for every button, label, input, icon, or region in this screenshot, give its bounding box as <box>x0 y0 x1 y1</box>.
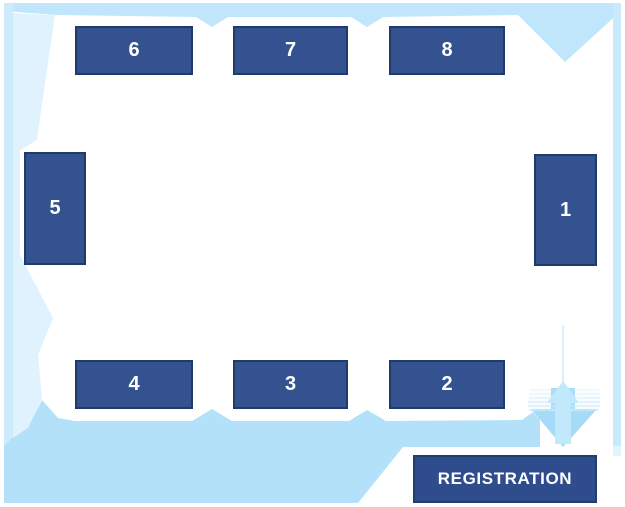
booth-2[interactable]: 2 <box>389 360 505 409</box>
left-facet-shape <box>13 13 55 438</box>
registration-label: REGISTRATION <box>437 469 573 488</box>
up-arrow-icon <box>547 381 579 444</box>
booth-3-label: 3 <box>284 373 297 395</box>
booth-8[interactable]: 8 <box>389 26 505 75</box>
frame-right-strip <box>613 3 621 448</box>
booth-1-label: 1 <box>559 198 572 221</box>
booth-5-label: 5 <box>49 197 61 219</box>
frame-right-strip-fade <box>613 446 621 456</box>
booth-4-label: 4 <box>128 373 140 395</box>
frame-top-band <box>4 3 621 62</box>
frame-bottom-band <box>4 400 540 503</box>
registration-desk[interactable]: REGISTRATION <box>413 455 597 503</box>
booth-8-label: 8 <box>441 39 453 61</box>
booth-6-label: 6 <box>128 39 140 61</box>
frame-left-strip <box>4 3 13 503</box>
entrance-guide-line <box>562 325 564 387</box>
booth-7-label: 7 <box>284 39 297 61</box>
booth-6[interactable]: 6 <box>75 26 193 75</box>
booth-5[interactable]: 5 <box>24 152 86 265</box>
booth-3[interactable]: 3 <box>233 360 348 409</box>
booth-4[interactable]: 4 <box>75 360 193 409</box>
booth-7[interactable]: 7 <box>233 26 348 75</box>
booth-1[interactable]: 1 <box>534 154 597 266</box>
booth-2-label: 2 <box>441 373 453 395</box>
